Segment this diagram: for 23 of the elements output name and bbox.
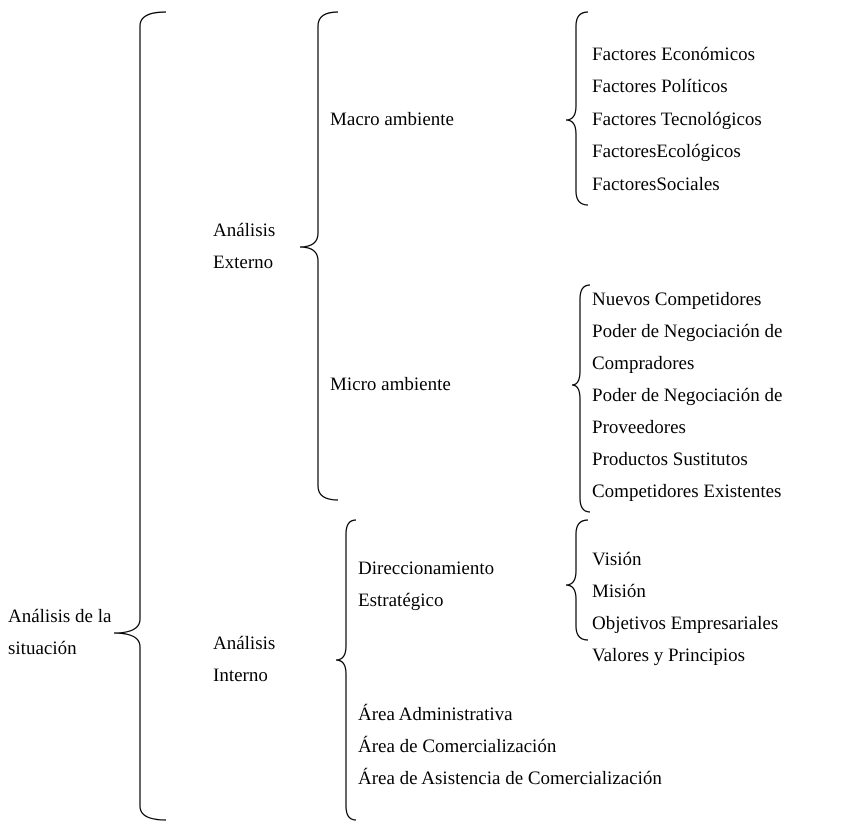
tree-label: Análisis de la situación xyxy=(8,605,112,661)
tree-label: Micro ambiente xyxy=(330,373,452,397)
tree-label: Factores Políticos xyxy=(592,75,729,99)
tree-label: Visión xyxy=(592,548,643,572)
tree-label: Objetivos Empresariales xyxy=(592,612,780,636)
tree-label: Nuevos Competidores xyxy=(592,288,762,312)
tree-label: Análisis Externo xyxy=(213,219,276,275)
tree-label: Competidores Existentes xyxy=(592,480,782,504)
tree-label: Área de Comercialización xyxy=(358,734,558,759)
tree-label: Área de Asistencia de Comercialización xyxy=(358,766,663,791)
tree-label: Poder de Negociación de Compradores xyxy=(592,320,784,376)
tree-label: Poder de Negociación de Proveedores xyxy=(592,384,784,440)
tree-label: Direccionamiento Estratégico xyxy=(358,557,496,613)
tree-label: Productos Sustitutos xyxy=(592,448,749,472)
tree-label: Área Administrativa xyxy=(358,702,514,727)
tree-label: Factores Tecnológicos xyxy=(592,108,763,132)
tree-label: Factores Económicos xyxy=(592,43,756,67)
tree-label: Macro ambiente xyxy=(330,108,455,132)
tree-label: Valores y Principios xyxy=(592,644,746,668)
tree-label: FactoresSociales xyxy=(592,173,721,197)
tree-label: Análisis Interno xyxy=(213,632,276,688)
tree-label: FactoresEcológicos xyxy=(592,140,742,164)
tree-label: Misión xyxy=(592,580,647,604)
